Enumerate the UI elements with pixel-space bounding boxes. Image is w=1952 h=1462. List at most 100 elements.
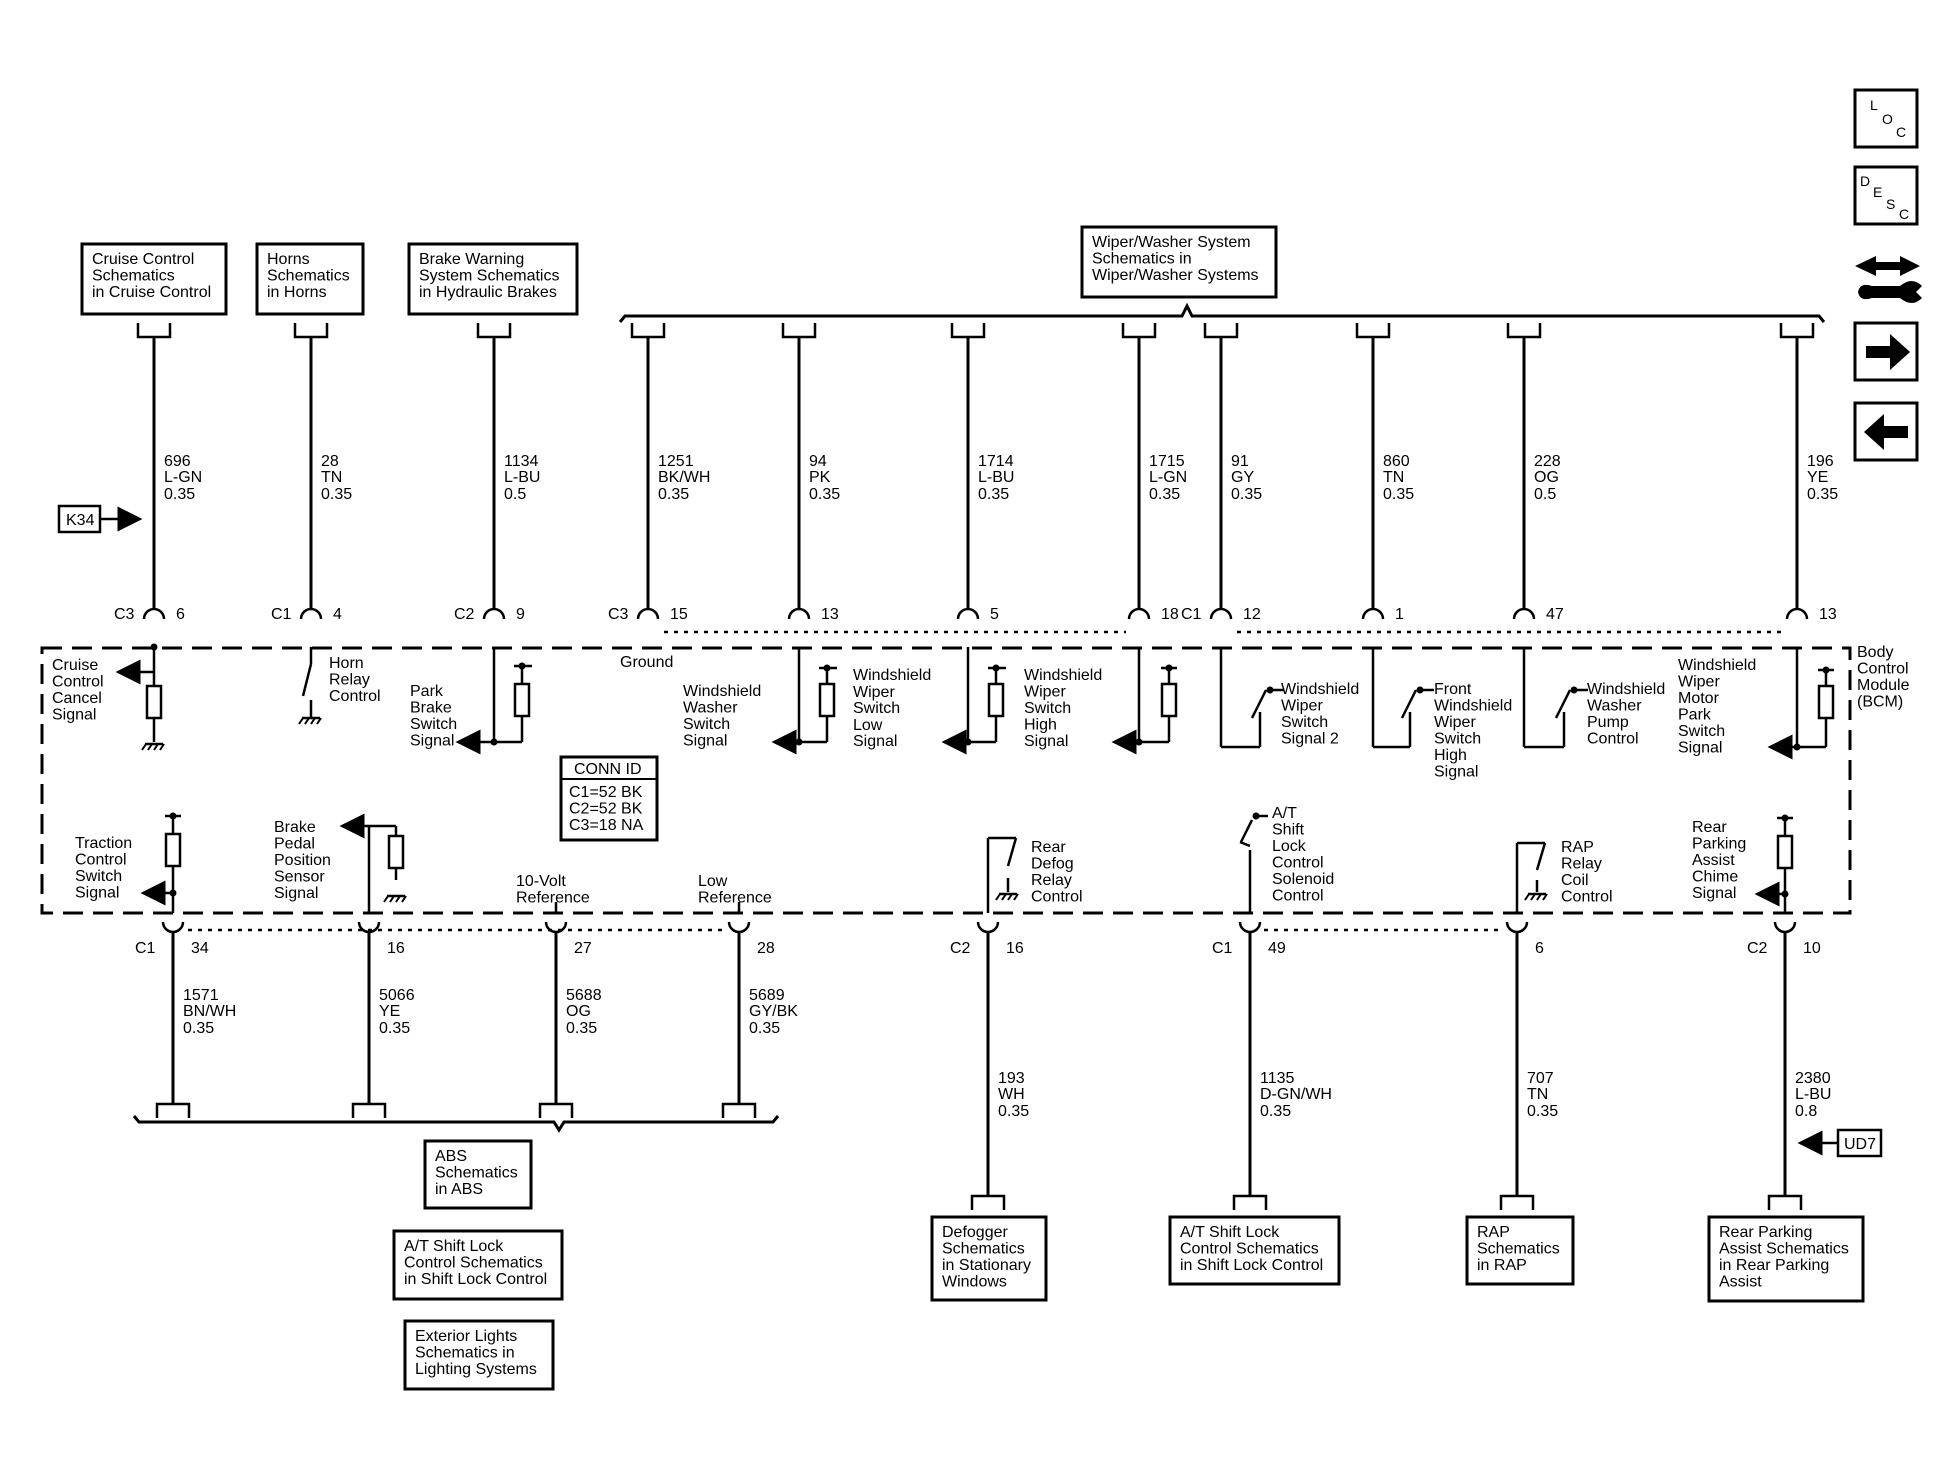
wiper-washer-ref-text: Wiper/Washer Systems — [1092, 267, 1259, 284]
shift-lock-ref-left-text: Control Schematics — [404, 1255, 543, 1272]
traction-control-label: Control — [75, 852, 127, 869]
connector-socket — [1506, 323, 1542, 339]
connector-pin — [636, 607, 660, 620]
traction-control-label: Switch — [75, 868, 122, 885]
wire-color: BK/WH — [658, 469, 710, 486]
conn-id-line: C2=52 BK — [569, 801, 643, 818]
bcm-label: Module — [1857, 677, 1910, 694]
ten-volt-reference-label: Reference — [516, 890, 590, 907]
wire-gauge: 0.35 — [978, 486, 1009, 503]
cruise-control-ref-text: in Cruise Control — [92, 284, 211, 301]
wiper-motor-park-switch-label: Signal — [1678, 740, 1722, 757]
wire-color: D-GN/WH — [1260, 1086, 1332, 1103]
brake-pedal-sensor-label: Sensor — [274, 869, 325, 886]
tool-icon[interactable] — [1858, 281, 1922, 303]
wiper-motor-park-switch-label: Wiper — [1678, 674, 1720, 691]
reference-bracket — [132, 1115, 780, 1133]
k34-box — [57, 504, 102, 534]
connector-id: C1 — [271, 606, 292, 623]
front-wiper-switch-high-label: Wiper — [1434, 714, 1476, 731]
wiper-switch-high-label: High — [1024, 717, 1057, 734]
bcm-boundary — [40, 646, 1852, 915]
pullup-resistor — [1776, 834, 1794, 870]
abs-ref-box — [423, 1139, 533, 1210]
cruise-cancel-signal-label: Cruise — [52, 657, 98, 674]
connector-pin — [161, 921, 185, 934]
connector-pin — [956, 607, 980, 620]
circuit-number: 5688 — [566, 987, 602, 1004]
connector-id: C1 — [135, 940, 156, 957]
wire-gauge: 0.35 — [749, 1020, 780, 1037]
ground-symbol — [395, 895, 401, 903]
ground-symbol — [995, 893, 1001, 901]
switch-contact — [301, 663, 313, 697]
ground-symbol — [401, 895, 407, 903]
connector-socket — [538, 1102, 574, 1118]
loc-button[interactable] — [1853, 88, 1919, 149]
wire-color: L-GN — [164, 469, 202, 486]
desc-icon: C — [1899, 206, 1909, 222]
wiper-switch-low-label: Signal — [853, 733, 897, 750]
connector-socket — [630, 323, 666, 339]
wire-gauge: 0.35 — [809, 486, 840, 503]
ground-symbol — [1542, 893, 1548, 901]
pin-number: 16 — [387, 940, 405, 957]
wiper-switch-low-label: Wiper — [853, 684, 895, 701]
desc-icon: S — [1886, 196, 1895, 212]
shift-lock-ref-left-text: in Shift Lock Control — [404, 1271, 547, 1288]
shift-lock-ref-text: A/T Shift Lock — [1180, 1224, 1280, 1241]
rear-parking-assist-ref-text: Rear Parking — [1719, 1224, 1812, 1241]
connector-pin — [1505, 921, 1529, 934]
pullup-resistor — [145, 684, 163, 720]
defogger-ref-text: in Stationary — [942, 1257, 1031, 1274]
wire-color: OG — [566, 1003, 591, 1020]
connector-pin — [1127, 607, 1151, 620]
tool-icon[interactable] — [1855, 256, 1920, 276]
wiper-switch-high-label: Wiper — [1024, 684, 1066, 701]
horn-relay-control-label: Control — [329, 688, 381, 705]
pin-number: 6 — [176, 606, 185, 623]
connector-pin — [1512, 607, 1536, 620]
wire-color: PK — [809, 469, 831, 486]
rear-parking-assist-ref-text: Assist — [1719, 1274, 1762, 1291]
wiper-switch-low-label: Windshield — [853, 667, 931, 684]
rear-parking-chime-label: Signal — [1692, 885, 1736, 902]
shift-lock-solenoid-label: Shift — [1272, 822, 1305, 839]
wire-color: WH — [998, 1086, 1025, 1103]
pullup-resistor — [387, 834, 405, 870]
conn-id-box — [559, 755, 659, 842]
ground-symbol — [1536, 893, 1542, 901]
front-wiper-switch-high-label: Front — [1434, 681, 1472, 698]
wiper-motor-park-switch-label: Windshield — [1678, 657, 1756, 674]
pin-number: 10 — [1803, 940, 1821, 957]
pullup-resistor — [1160, 682, 1178, 718]
connector-pin — [976, 921, 1000, 934]
desc-icon: E — [1873, 184, 1882, 200]
front-wiper-switch-high-label: High — [1434, 747, 1467, 764]
wiper-switch-signal2-label: Signal 2 — [1281, 731, 1339, 748]
wiper-motor-park-switch-label: Park — [1678, 707, 1712, 724]
bcm-label: Body — [1857, 644, 1893, 661]
circuit-number: 94 — [809, 453, 827, 470]
wire-color: L-BU — [504, 469, 540, 486]
horns-ref-text: in Horns — [267, 284, 327, 301]
brake-pedal-sensor-label: Signal — [274, 885, 318, 902]
circuit-number: 5689 — [749, 987, 785, 1004]
horn-relay-control-label: Horn — [329, 655, 364, 672]
pin-number: 47 — [1546, 606, 1564, 623]
cruise-cancel-signal-label: Control — [52, 674, 104, 691]
wiper-switch-low-label: Low — [853, 717, 883, 734]
rap-ref-text: in RAP — [1477, 1257, 1527, 1274]
arrow-left-icon[interactable] — [1864, 414, 1908, 450]
exterior-lights-ref-text: Exterior Lights — [415, 1328, 517, 1345]
rear-parking-assist-ref-box — [1707, 1215, 1865, 1303]
ground-symbol — [304, 717, 310, 725]
exterior-lights-ref-text: Schematics in — [415, 1345, 515, 1362]
arrow-right-icon[interactable] — [1866, 334, 1910, 370]
wire-gauge: 0.35 — [1231, 486, 1262, 503]
circuit-number: 1714 — [978, 453, 1014, 470]
circuit-number: 860 — [1383, 453, 1410, 470]
desc-button[interactable] — [1853, 165, 1919, 226]
rap-ref-box — [1465, 1215, 1575, 1286]
